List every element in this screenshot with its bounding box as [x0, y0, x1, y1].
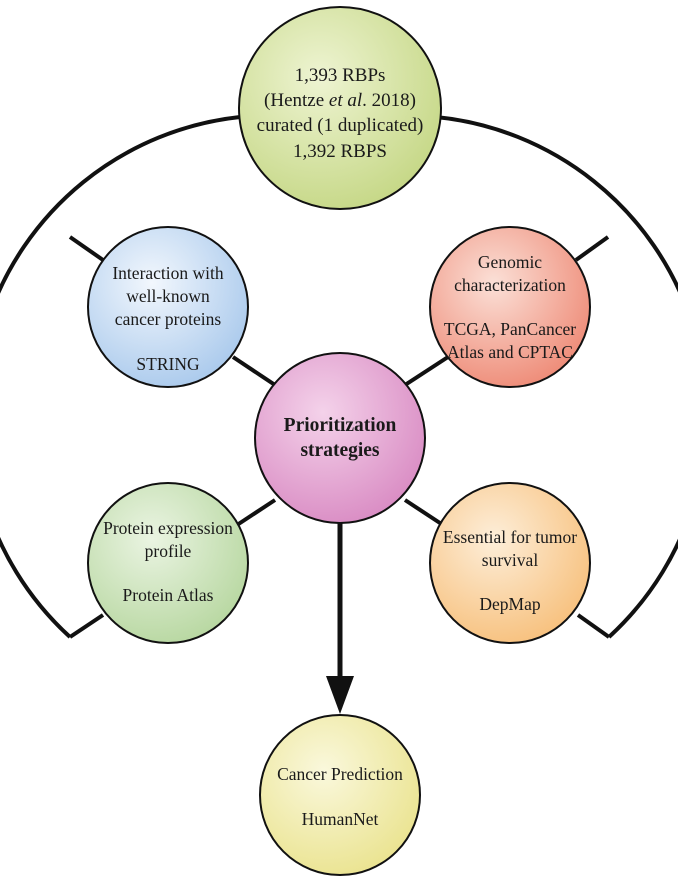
connector-center-genomic — [403, 355, 450, 387]
source-line4: 1,392 RBPS — [293, 141, 387, 162]
interaction-resource: STRING — [136, 354, 200, 374]
protein-line2: profile — [145, 541, 192, 561]
genomic-resource-line1: TCGA, PanCancer — [444, 319, 576, 339]
protein-expression-node: Protein expression profile Protein Atlas — [87, 482, 249, 644]
source-line3: curated (1 duplicated) — [257, 115, 424, 136]
center-line1: Prioritization — [284, 415, 397, 436]
protein-resource: Protein Atlas — [123, 585, 214, 605]
prediction-node: Cancer Prediction HumanNet — [259, 714, 421, 876]
genomic-line2: characterization — [454, 275, 566, 295]
outer-bracket-arc-right — [435, 115, 678, 639]
protein-line1: Protein expression — [103, 518, 233, 538]
essential-line2: survival — [482, 550, 539, 570]
center-line2: strategies — [300, 440, 379, 461]
prediction-resource: HumanNet — [302, 809, 379, 829]
bracket-end-right — [576, 613, 611, 639]
center-node: Prioritization strategies — [254, 352, 426, 524]
connector-arc-genomic — [574, 235, 610, 262]
genomic-node: Genomic characterization TCGA, PanCancer… — [429, 226, 591, 388]
source-line2: (Hentze et al. 2018) — [264, 90, 416, 111]
outer-bracket-arc — [0, 115, 241, 639]
source-line1: 1,393 RBPs — [295, 65, 386, 86]
genomic-line1: Genomic — [478, 252, 542, 272]
source-node: 1,393 RBPs (Hentze et al. 2018) curated … — [238, 6, 442, 210]
arrow-head-icon — [326, 676, 354, 714]
genomic-resource-line2: Atlas and CPTAC — [447, 342, 573, 362]
interaction-line1: Interaction with — [112, 263, 224, 283]
connector-center-essential — [403, 498, 445, 527]
bracket-end-left — [68, 613, 105, 639]
essential-resource: DepMap — [479, 594, 540, 614]
essential-node: Essential for tumor survival DepMap — [429, 482, 591, 644]
essential-line1: Essential for tumor — [443, 527, 577, 547]
interaction-line3: cancer proteins — [115, 309, 222, 329]
prediction-line1: Cancer Prediction — [277, 764, 403, 784]
connector-arc-interaction — [68, 235, 105, 262]
connector-center-interaction — [231, 355, 277, 387]
interaction-line2: well-known — [126, 286, 210, 306]
connector-center-protein — [235, 498, 277, 527]
interaction-node: Interaction with well-known cancer prote… — [87, 226, 249, 388]
